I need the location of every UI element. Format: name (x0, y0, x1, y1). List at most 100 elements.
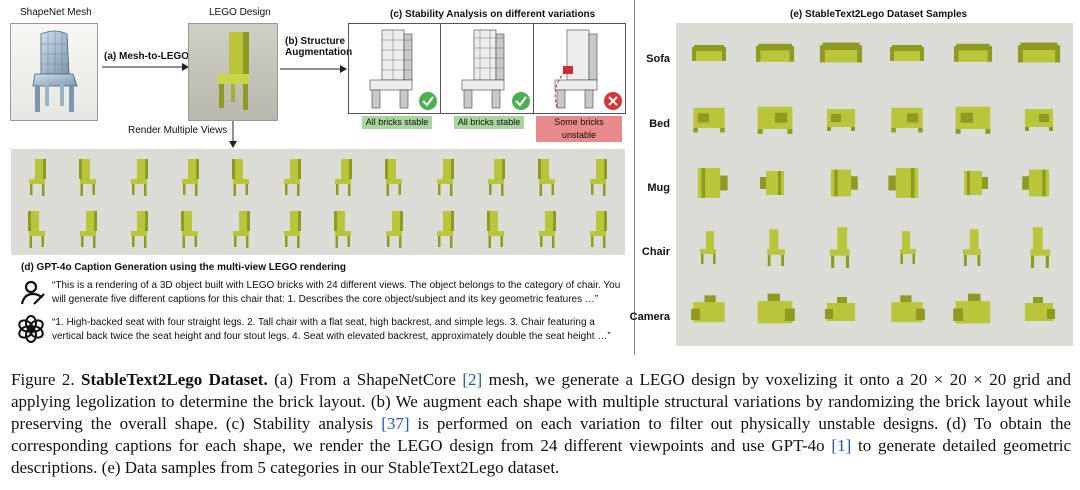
lego-brick (1030, 255, 1035, 269)
lego-brick (43, 159, 46, 179)
lego-brick (233, 179, 249, 184)
lego-brick (713, 254, 716, 264)
lego-brick (987, 46, 993, 62)
lego-brick (540, 236, 543, 247)
lego-brick (539, 231, 555, 236)
lego-brick (298, 159, 301, 179)
lego-chair-icon (217, 32, 249, 110)
arrow-right-icon (280, 65, 347, 73)
lego-brick (538, 159, 541, 179)
dataset-sample-render (955, 106, 991, 134)
panel-divider (634, 0, 635, 355)
lego-brick (757, 301, 793, 324)
dataset-sample-render (755, 43, 795, 62)
lego-brick (1020, 50, 1058, 63)
lego-brick (1047, 309, 1055, 319)
lego-chair-render (487, 211, 504, 248)
lego-design-title: LEGO Design (209, 7, 271, 18)
lego-brick (1042, 169, 1046, 197)
lego-brick (758, 43, 792, 51)
lego-brick (700, 249, 716, 254)
dataset-sample-render (819, 42, 863, 63)
lego-brick (196, 159, 199, 179)
citation-link[interactable]: [37] (381, 414, 410, 433)
lego-brick (399, 236, 402, 248)
lego-brick (590, 231, 606, 236)
lego-brick (145, 211, 148, 231)
lego-brick (758, 50, 792, 62)
lego-brick (955, 128, 961, 134)
lego-brick (697, 168, 721, 198)
lego-brick (915, 308, 925, 320)
lego-brick (82, 159, 90, 179)
lego-brick (902, 231, 910, 249)
shapenet-mesh-image (10, 23, 98, 121)
lego-brick (956, 43, 990, 51)
lego-brick (822, 50, 860, 63)
lego-brick (1025, 127, 1029, 131)
dataset-sample-render (830, 169, 858, 197)
lego-brick (298, 211, 301, 231)
lego-brick (30, 184, 33, 195)
dataset-sample-render (757, 106, 793, 134)
lego-brick (697, 113, 709, 123)
lego-brick (131, 179, 147, 184)
lego-brick (539, 184, 542, 196)
lego-brick (337, 211, 345, 231)
lego-brick (144, 184, 147, 196)
render-views-label: Render Multiple Views (128, 125, 228, 136)
lego-design-image (188, 23, 278, 121)
lego-brick (79, 159, 82, 179)
status-badge: All bricks stable (454, 116, 524, 129)
stability-variations-frame (348, 23, 626, 114)
citation-link[interactable]: [1] (831, 436, 852, 455)
lego-brick (386, 179, 402, 184)
lego-brick (691, 308, 701, 320)
lego-brick (694, 45, 724, 51)
lego-brick (596, 211, 604, 231)
lego-brick (767, 254, 771, 267)
lego-brick (787, 128, 793, 134)
lego-brick (451, 159, 454, 179)
lego-brick (892, 51, 922, 61)
lego-brick (910, 168, 915, 198)
lego-brick (778, 171, 781, 195)
dataset-sample-render (691, 295, 725, 323)
lego-brick (789, 46, 795, 62)
lego-brick (831, 114, 841, 122)
lego-brick (701, 254, 704, 264)
lego-brick (182, 231, 198, 236)
lego-brick (246, 236, 249, 248)
lego-brick (182, 179, 198, 184)
lego-brick (437, 231, 453, 236)
lego-brick (450, 236, 453, 248)
lego-brick (451, 211, 454, 231)
lego-brick (80, 184, 83, 196)
multi-view-render-strip (11, 149, 625, 255)
lego-brick (769, 229, 779, 250)
lego-brick (488, 236, 491, 248)
lego-brick (183, 184, 186, 195)
lego-brick (1017, 45, 1023, 63)
lego-brick (830, 169, 852, 197)
lego-brick (42, 184, 45, 196)
mesh-chair-icon (32, 30, 78, 112)
lego-brick (834, 169, 838, 197)
lego-brick (596, 159, 604, 179)
lego-brick (284, 231, 300, 236)
check-icon (512, 92, 530, 110)
category-label-bed: Bed (649, 118, 670, 130)
divider (440, 23, 441, 114)
lego-brick (1025, 303, 1053, 321)
lego-brick (400, 211, 403, 231)
lego-brick (137, 211, 145, 231)
lego-brick (92, 184, 95, 195)
lego-brick (552, 236, 555, 248)
lego-brick (720, 127, 725, 133)
lego-brick (591, 184, 594, 195)
lego-brick (81, 236, 84, 247)
figure-caption: Figure 2. StableText2Lego Dataset. (a) F… (11, 370, 1072, 477)
lego-brick (188, 159, 196, 179)
citation-link[interactable]: [2] (462, 370, 483, 389)
lego-brick (1055, 45, 1061, 63)
